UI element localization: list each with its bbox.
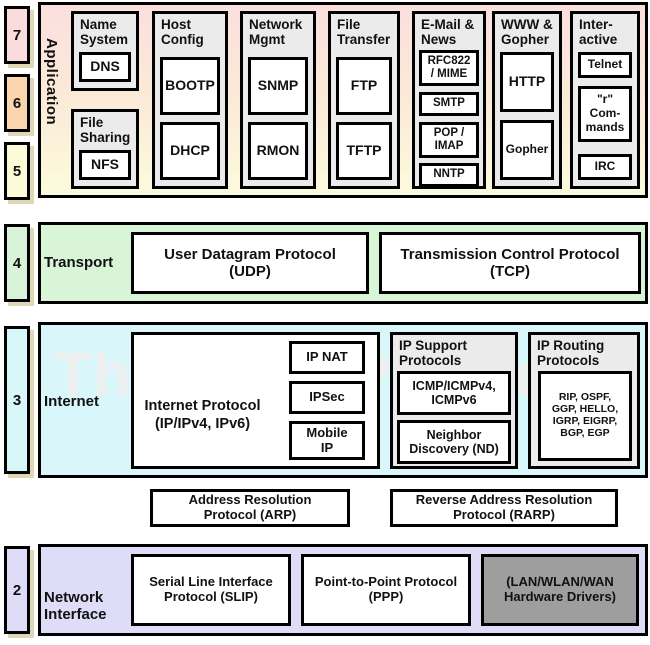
group-title: WWW & Gopher	[501, 17, 553, 48]
chip-label: RMON	[256, 142, 300, 159]
protocol-chip-rarp: Reverse Address Resolution Protocol (RAR…	[390, 489, 618, 527]
chip-label: Reverse Address Resolution Protocol (RAR…	[415, 492, 593, 522]
layer-label-text: Transport	[44, 254, 114, 271]
chip-label: HTTP	[508, 73, 546, 90]
protocol-chip-irc: IRC	[578, 154, 632, 180]
protocol-chip-icmp: ICMP/ICMPv4, ICMPv6	[397, 371, 511, 415]
protocol-chip-snmp: SNMP	[248, 57, 308, 115]
protocol-chip-ip-nat: IP NAT	[289, 341, 365, 374]
chip-label: POP / IMAP	[433, 126, 465, 152]
chip-label: IRC	[594, 159, 616, 174]
osi-layer-chip-4: 4	[4, 224, 30, 302]
chip-label: BOOTP	[165, 77, 215, 94]
chip-label: "r" Com- mands	[585, 92, 625, 134]
protocol-chip-nfs: NFS	[79, 150, 131, 180]
protocol-chip-tcp: Transmission Control Protocol (TCP)	[379, 232, 641, 294]
protocol-chip-bootp: BOOTP	[160, 57, 220, 115]
group-title: Name System	[80, 17, 129, 48]
osi-layer-number: 6	[12, 94, 22, 112]
group-title: E-Mail & News	[421, 17, 475, 48]
osi-layer-number: 7	[12, 26, 22, 44]
protocol-chip-rmon: RMON	[248, 122, 308, 180]
protocol-chip-gopher: Gopher	[500, 120, 554, 180]
osi-layer-chip-7: 7	[4, 6, 30, 64]
osi-layer-number: 5	[12, 162, 22, 180]
osi-layer-number: 4	[12, 254, 22, 272]
chip-label: IPSec	[309, 389, 345, 405]
chip-label: Address Resolution Protocol (ARP)	[188, 492, 312, 522]
internet-protocol-label: Internet Protocol (IP/IPv4, IPv6)	[137, 381, 268, 433]
protocol-chip-telnet: Telnet	[578, 52, 632, 78]
chip-label: DHCP	[170, 142, 210, 159]
application-layer-label: Application	[43, 38, 60, 126]
osi-layer-number: 3	[12, 391, 22, 409]
ip-box-label-text: Internet Protocol (IP/IPv4, IPv6)	[144, 398, 261, 432]
chip-label: User Datagram Protocol (UDP)	[164, 245, 336, 280]
protocol-chip-http: HTTP	[500, 52, 554, 112]
protocol-chip-r-commands: "r" Com- mands	[578, 86, 632, 142]
chip-label: DNS	[90, 58, 120, 75]
chip-label: IP NAT	[306, 349, 348, 365]
chip-label: Transmission Control Protocol (TCP)	[400, 245, 620, 280]
protocol-chip-mobile-ip: Mobile IP	[289, 421, 365, 460]
protocol-chip-routing-list: RIP, OSPF, GGP, HELLO, IGRP, EIGRP, BGP,…	[538, 371, 632, 461]
protocol-chip-dhcp: DHCP	[160, 122, 220, 180]
chip-label: Neighbor Discovery (ND)	[409, 427, 499, 456]
protocol-chip-arp: Address Resolution Protocol (ARP)	[150, 489, 350, 527]
protocol-chip-pop-imap: POP / IMAP	[419, 122, 479, 158]
chip-label: FTP	[350, 77, 378, 94]
osi-layer-chip-6: 6	[4, 74, 30, 132]
chip-label: NNTP	[433, 168, 465, 181]
chip-label: RIP, OSPF, GGP, HELLO, IGRP, EIGRP, BGP,…	[551, 391, 619, 439]
group-title: IP Routing Protocols	[537, 338, 605, 369]
chip-label: SNMP	[257, 77, 299, 94]
group-title: IP Support Protocols	[399, 338, 468, 369]
chip-label: ICMP/ICMPv4, ICMPv6	[412, 378, 496, 407]
layer-label-text: Internet	[44, 393, 100, 410]
chip-label: Mobile IP	[306, 424, 348, 455]
group-title: File Transfer	[337, 17, 391, 48]
protocol-chip-udp: User Datagram Protocol (UDP)	[131, 232, 369, 294]
chip-label: SMTP	[433, 97, 465, 110]
chip-label: Point-to-Point Protocol (PPP)	[314, 574, 458, 604]
protocol-chip-slip: Serial Line Interface Protocol (SLIP)	[131, 554, 291, 626]
chip-label: Telnet	[587, 57, 623, 72]
protocol-chip-smtp: SMTP	[419, 92, 479, 116]
osi-layer-chip-3: 3	[4, 326, 30, 474]
chip-label: NFS	[91, 156, 119, 173]
transport-layer-label: Transport	[44, 254, 130, 272]
chip-label: RFC822 / MIME	[427, 54, 471, 80]
group-title: Host Config	[161, 17, 204, 48]
protocol-chip-ftp: FTP	[336, 57, 392, 115]
group-title: Network Mgmt	[249, 17, 303, 48]
group-title: File Sharing	[80, 115, 131, 146]
internet-layer-label: Internet	[44, 393, 130, 411]
osi-layer-chip-5: 5	[4, 142, 30, 200]
osi-layer-chip-2: 2	[4, 546, 30, 634]
network-interface-layer-label: Network Interface	[44, 571, 130, 624]
protocol-chip-hardware-drivers: (LAN/WLAN/WAN Hardware Drivers)	[481, 554, 639, 626]
protocol-chip-dns: DNS	[79, 52, 131, 82]
protocol-chip-nntp: NNTP	[419, 163, 479, 187]
protocol-chip-neighbor-discovery: Neighbor Discovery (ND)	[397, 420, 511, 464]
protocol-chip-ppp: Point-to-Point Protocol (PPP)	[301, 554, 471, 626]
osi-layer-number: 2	[12, 581, 22, 599]
chip-label: Gopher	[505, 142, 549, 157]
chip-label: (LAN/WLAN/WAN Hardware Drivers)	[504, 574, 616, 604]
group-title: Inter- active	[579, 17, 618, 48]
protocol-chip-ipsec: IPSec	[289, 381, 365, 414]
protocol-chip-tftp: TFTP	[336, 122, 392, 180]
protocol-chip-rfc822-mime: RFC822 / MIME	[419, 50, 479, 86]
chip-label: Serial Line Interface Protocol (SLIP)	[149, 574, 273, 604]
layer-label-text: Network Interface	[44, 588, 107, 624]
chip-label: TFTP	[346, 142, 382, 159]
